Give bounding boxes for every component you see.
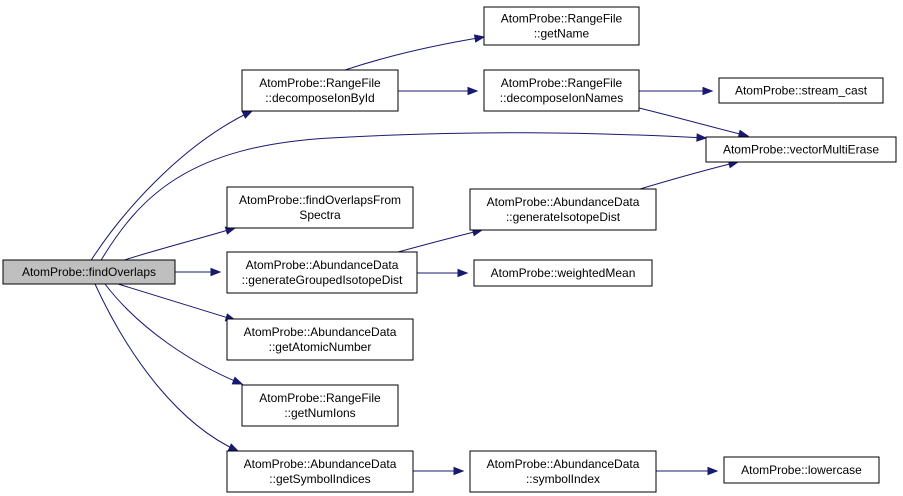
edge-findOverlaps-to-findOverlapsFromSpectra bbox=[117, 226, 237, 263]
node-label-line: ::decomposeIonNames bbox=[500, 91, 623, 105]
node-label-line: ::symbolIndex bbox=[526, 472, 600, 486]
node-box bbox=[705, 136, 897, 163]
node-label-line: ::getSymbolIndices bbox=[269, 472, 370, 486]
arrowhead-icon bbox=[457, 268, 469, 278]
node-box bbox=[241, 69, 399, 112]
arrowhead-icon bbox=[696, 133, 708, 142]
node-getNumIons[interactable]: AtomProbe::RangeFile::getNumIons bbox=[241, 384, 399, 427]
node-label-line: ::getNumIons bbox=[284, 406, 355, 420]
node-getName[interactable]: AtomProbe::RangeFile::getName bbox=[483, 6, 640, 46]
edge-decomposeIonNames-to-stream_cast bbox=[639, 86, 714, 96]
edge-generateIsotopeDist-to-vectorMultiErase bbox=[639, 160, 740, 190]
node-getSymbolIndices[interactable]: AtomProbe::AbundanceData::getSymbolIndic… bbox=[226, 450, 414, 493]
edge-findOverlaps-to-getSymbolIndices bbox=[94, 283, 240, 452]
node-label-line: AtomProbe::AbundanceData bbox=[244, 457, 397, 471]
edge-generateGroupedIsotopeDist-to-weightedMean bbox=[417, 268, 469, 278]
arrowhead-icon bbox=[210, 267, 222, 277]
edge-decomposeIonById-to-decomposeIonNames bbox=[398, 86, 479, 96]
arrowhead-icon bbox=[707, 466, 719, 476]
node-label-line: ::generateIsotopeDist bbox=[506, 210, 621, 224]
node-generateGroupedIsotopeDist[interactable]: AtomProbe::AbundanceData::generateGroupe… bbox=[226, 251, 418, 294]
node-box bbox=[483, 69, 640, 112]
node-label-line: AtomProbe::AbundanceData bbox=[487, 195, 640, 209]
node-box bbox=[483, 6, 640, 46]
edge-line bbox=[638, 107, 749, 137]
node-box bbox=[226, 251, 418, 294]
edge-getSymbolIndices-to-symbolIndex bbox=[413, 466, 465, 476]
edge-decomposeIonNames-to-vectorMultiErase bbox=[638, 107, 750, 138]
arrowhead-icon bbox=[231, 376, 244, 385]
edge-line bbox=[104, 283, 243, 385]
node-label-line: AtomProbe::AbundanceData bbox=[244, 325, 397, 339]
node-box bbox=[473, 259, 653, 287]
node-symbolIndex[interactable]: AtomProbe::AbundanceData::symbolIndex bbox=[469, 450, 657, 493]
node-label-line: ::getAtomicNumber bbox=[269, 340, 372, 354]
node-box bbox=[718, 77, 884, 104]
node-vectorMultiErase[interactable]: AtomProbe::vectorMultiErase bbox=[705, 136, 897, 163]
edge-line bbox=[397, 229, 483, 253]
node-decomposeIonNames[interactable]: AtomProbe::RangeFile::decomposeIonNames bbox=[483, 69, 640, 112]
nodes-layer: AtomProbe::findOverlapsAtomProbe::RangeF… bbox=[2, 6, 897, 493]
node-getAtomicNumber[interactable]: AtomProbe::AbundanceData::getAtomicNumbe… bbox=[226, 318, 414, 361]
edge-line bbox=[117, 283, 236, 321]
node-box bbox=[469, 450, 657, 493]
node-label-line: AtomProbe::RangeFile bbox=[259, 76, 381, 90]
node-decomposeIonById[interactable]: AtomProbe::RangeFile::decomposeIonById bbox=[241, 69, 399, 112]
node-label-line: AtomProbe::AbundanceData bbox=[246, 258, 399, 272]
node-label-line: Spectra bbox=[299, 208, 341, 222]
arrowhead-icon bbox=[241, 110, 254, 119]
node-box bbox=[2, 259, 176, 285]
node-label-line: AtomProbe::findOverlapsFrom bbox=[239, 193, 401, 207]
node-box bbox=[226, 318, 414, 361]
node-label-line: AtomProbe::lowercase bbox=[741, 463, 862, 477]
node-label-line: AtomProbe::weightedMean bbox=[491, 266, 636, 280]
edge-line bbox=[89, 110, 253, 263]
node-box bbox=[723, 456, 880, 484]
node-label-line: AtomProbe::stream_cast bbox=[735, 84, 868, 98]
node-label-line: ::generateGroupedIsotopeDist bbox=[242, 273, 403, 287]
node-label-line: ::getName bbox=[534, 27, 590, 41]
arrowhead-icon bbox=[227, 443, 240, 452]
node-generateIsotopeDist[interactable]: AtomProbe::AbundanceData::generateIsotop… bbox=[469, 188, 657, 231]
node-lowercase[interactable]: AtomProbe::lowercase bbox=[723, 456, 880, 484]
node-box bbox=[226, 450, 414, 493]
node-label-line: AtomProbe::findOverlaps bbox=[22, 265, 156, 279]
node-label-line: AtomProbe::AbundanceData bbox=[487, 457, 640, 471]
edge-line bbox=[639, 161, 739, 190]
node-label-line: AtomProbe::RangeFile bbox=[501, 12, 623, 26]
edge-findOverlaps-to-vectorMultiErase bbox=[99, 132, 708, 263]
edge-findOverlaps-to-generateGroupedIsotopeDist bbox=[175, 267, 222, 277]
node-label-line: ::decomposeIonById bbox=[265, 91, 374, 105]
edge-line bbox=[99, 132, 707, 263]
node-weightedMean[interactable]: AtomProbe::weightedMean bbox=[473, 259, 653, 287]
node-label-line: AtomProbe::vectorMultiErase bbox=[723, 143, 879, 157]
edge-line bbox=[117, 227, 236, 263]
arrowhead-icon bbox=[467, 86, 479, 96]
edges-layer bbox=[89, 34, 750, 476]
arrowhead-icon bbox=[702, 86, 714, 96]
edge-symbolIndex-to-lowercase bbox=[656, 466, 719, 476]
arrowhead-icon bbox=[453, 466, 465, 476]
edge-generateGroupedIsotopeDist-to-generateIsotopeDist bbox=[397, 228, 484, 253]
edge-line bbox=[94, 283, 239, 452]
node-box bbox=[469, 188, 657, 231]
edge-line bbox=[344, 36, 485, 71]
arrowhead-icon bbox=[473, 34, 486, 43]
node-box bbox=[241, 384, 399, 427]
node-stream_cast[interactable]: AtomProbe::stream_cast bbox=[718, 77, 884, 104]
node-label-line: AtomProbe::RangeFile bbox=[259, 391, 381, 405]
node-findOverlaps[interactable]: AtomProbe::findOverlaps bbox=[2, 259, 176, 285]
edge-findOverlaps-to-getNumIons bbox=[104, 283, 244, 385]
node-label-line: AtomProbe::RangeFile bbox=[501, 76, 623, 90]
node-box bbox=[226, 186, 414, 229]
arrowhead-icon bbox=[737, 129, 750, 138]
edge-decomposeIonById-to-getName bbox=[344, 34, 486, 71]
edge-findOverlaps-to-getAtomicNumber bbox=[117, 283, 237, 322]
